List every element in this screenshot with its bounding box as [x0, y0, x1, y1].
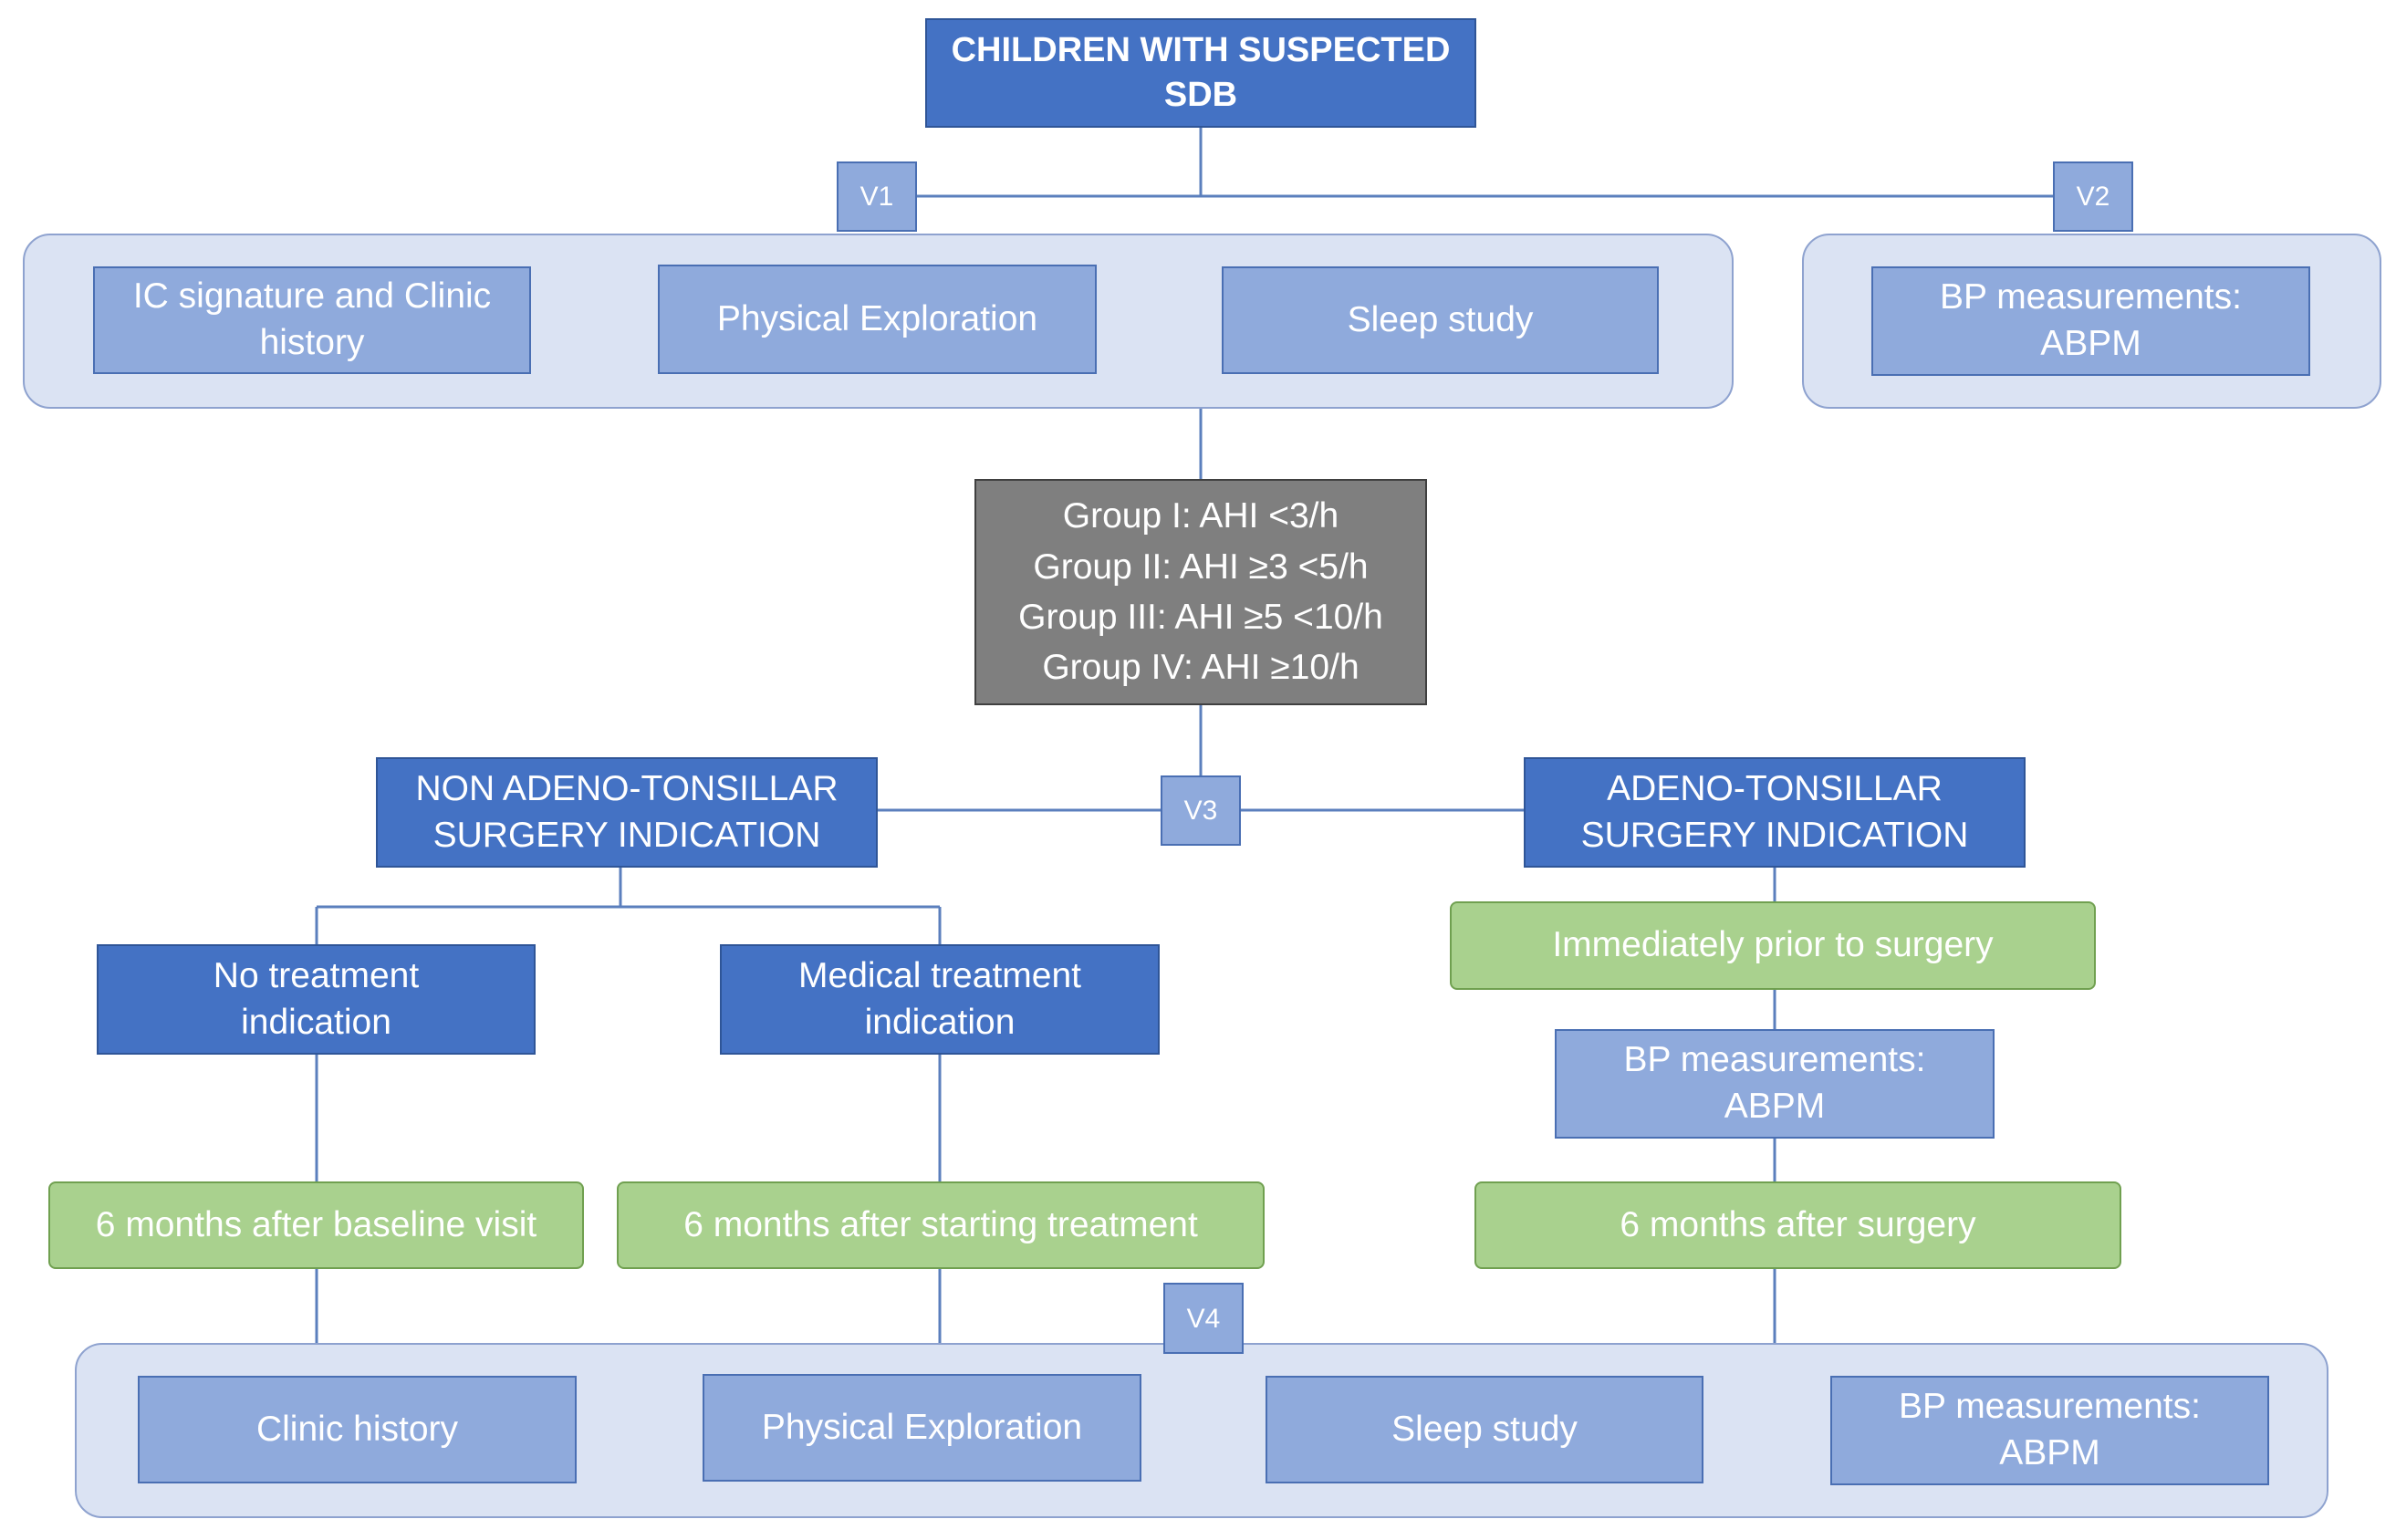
six-months-after-baseline-box: 6 months after baseline visit [48, 1181, 584, 1269]
non-surgery-indication-box: NON ADENO-TONSILLAR SURGERY INDICATION [376, 757, 878, 868]
followup-physical-exploration-box: Physical Exploration [703, 1374, 1141, 1482]
followup-clinic-history-box: Clinic history [138, 1376, 577, 1483]
followup-bp-abpm-box: BP measurements: ABPM [1830, 1376, 2269, 1485]
six-months-after-treatment-box: 6 months after starting treatment [617, 1181, 1265, 1269]
baseline-bp-abpm-box: BP measurements: ABPM [1871, 266, 2310, 376]
baseline-physical-exploration-box: Physical Exploration [658, 265, 1097, 374]
six-months-after-surgery-box: 6 months after surgery [1474, 1181, 2121, 1269]
surgery-indication-box: ADENO-TONSILLAR SURGERY INDICATION [1524, 757, 2026, 868]
medical-treatment-indication-box: Medical treatment indication [720, 944, 1160, 1055]
immediately-prior-surgery-box: Immediately prior to surgery [1450, 901, 2096, 990]
ic-signature-clinic-history-box: IC signature and Clinic history [93, 266, 531, 374]
visit-tag-v2: V2 [2053, 161, 2133, 232]
baseline-sleep-study-box: Sleep study [1222, 266, 1659, 374]
visit-tag-v1: V1 [837, 161, 917, 232]
visit-tag-v4: V4 [1163, 1283, 1244, 1354]
title-box: CHILDREN WITH SUSPECTED SDB [925, 18, 1476, 128]
visit-tag-v3: V3 [1161, 775, 1241, 846]
ahi-groups-box: Group I: AHI <3/h Group II: AHI ≥3 <5/h … [974, 479, 1427, 705]
followup-sleep-study-box: Sleep study [1266, 1376, 1703, 1483]
presurgery-bp-abpm-box: BP measurements: ABPM [1555, 1029, 1995, 1139]
no-treatment-indication-box: No treatment indication [97, 944, 536, 1055]
